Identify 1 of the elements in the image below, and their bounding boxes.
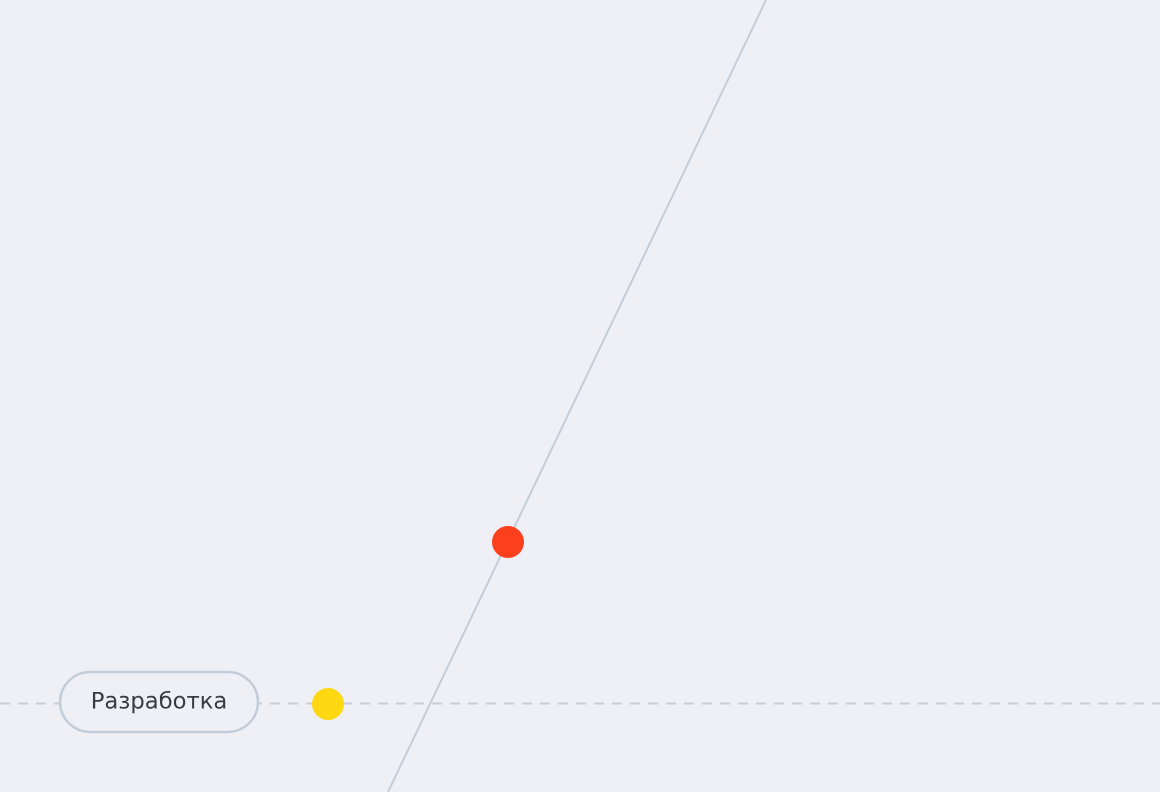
stage-pill: Разработка xyxy=(58,670,260,734)
